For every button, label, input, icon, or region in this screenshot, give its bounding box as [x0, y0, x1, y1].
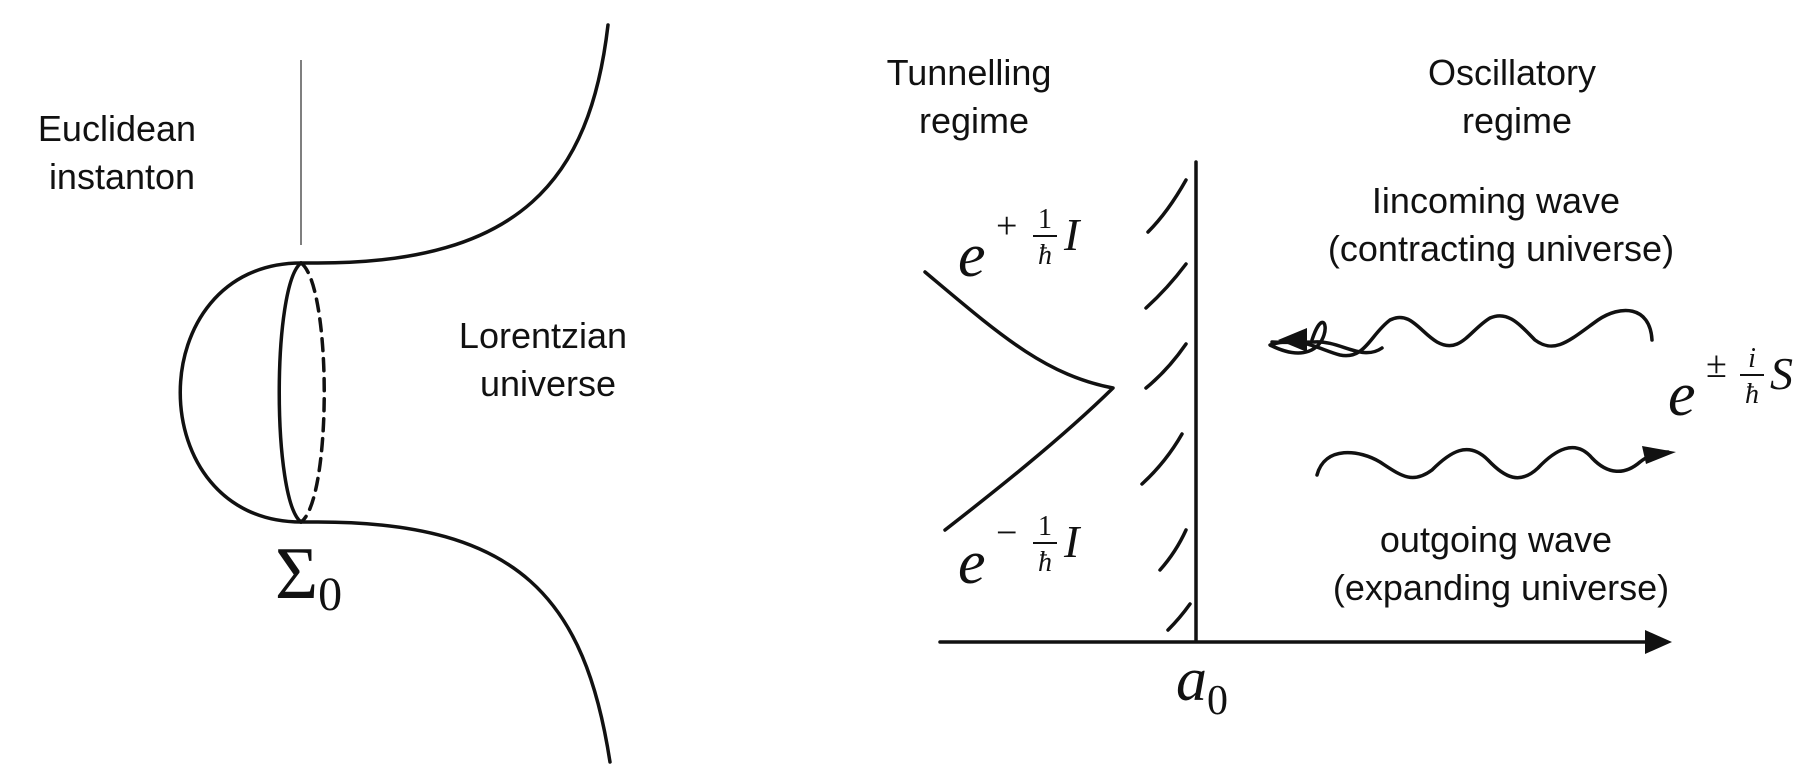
svg-text:1: 1: [1038, 204, 1052, 235]
sigma-ellipse-back: [299, 261, 326, 524]
lorentzian-lower-curve: [299, 520, 612, 764]
outgoing-wave-label: outgoing wave (expanding universe): [1333, 519, 1669, 608]
svg-text:I: I: [1063, 516, 1082, 567]
euclidean-hemisphere: [178, 261, 303, 524]
svg-text:ħ: ħ: [1745, 379, 1759, 410]
outgoing-wave: [1315, 445, 1670, 480]
lorentzian-upper-curve: [299, 23, 610, 265]
axis-label-a0: a0: [1176, 646, 1228, 724]
euclidean-label: Euclidean instanton: [38, 108, 206, 197]
svg-text:ħ: ħ: [1038, 240, 1052, 271]
incoming-wave: [1268, 308, 1654, 358]
exp-plus-label: e + 1 ħ I: [958, 204, 1082, 290]
svg-text:S: S: [1770, 348, 1793, 399]
svg-text:i: i: [1748, 343, 1756, 374]
svg-text:e: e: [958, 222, 986, 290]
svg-text:ħ: ħ: [1038, 547, 1052, 578]
exp-osc-label: e ± i ħ S: [1668, 343, 1793, 429]
tunnelling-curve: [923, 270, 1115, 532]
svg-text:−: −: [996, 512, 1017, 554]
left-diagram: Euclidean instanton Lorentzian universe …: [38, 23, 637, 764]
exp-minus-label: e − 1 ħ I: [958, 511, 1082, 597]
svg-text:1: 1: [1038, 511, 1052, 542]
incoming-wave-arrowhead: [1278, 328, 1307, 352]
axis-arrowhead: [1645, 630, 1672, 654]
oscillatory-label: Oscillatory regime: [1428, 52, 1606, 141]
tunnelling-label: Tunnelling regime: [887, 52, 1062, 141]
svg-text:I: I: [1063, 209, 1082, 260]
lorentzian-label: Lorentzian universe: [459, 315, 637, 404]
right-diagram: Tunnelling regime Oscillatory regime e +…: [887, 52, 1793, 724]
outgoing-wave-arrowhead: [1642, 446, 1676, 464]
svg-text:±: ±: [1706, 344, 1727, 386]
svg-text:e: e: [1668, 361, 1696, 429]
svg-text:e: e: [958, 529, 986, 597]
svg-text:+: +: [996, 205, 1017, 247]
barrier-hatching: [1140, 178, 1192, 632]
incoming-wave-label: Iincoming wave (contracting universe): [1328, 180, 1674, 269]
sigma-ellipse-front: [277, 261, 303, 524]
sigma-zero-label: Σ0: [275, 533, 342, 621]
